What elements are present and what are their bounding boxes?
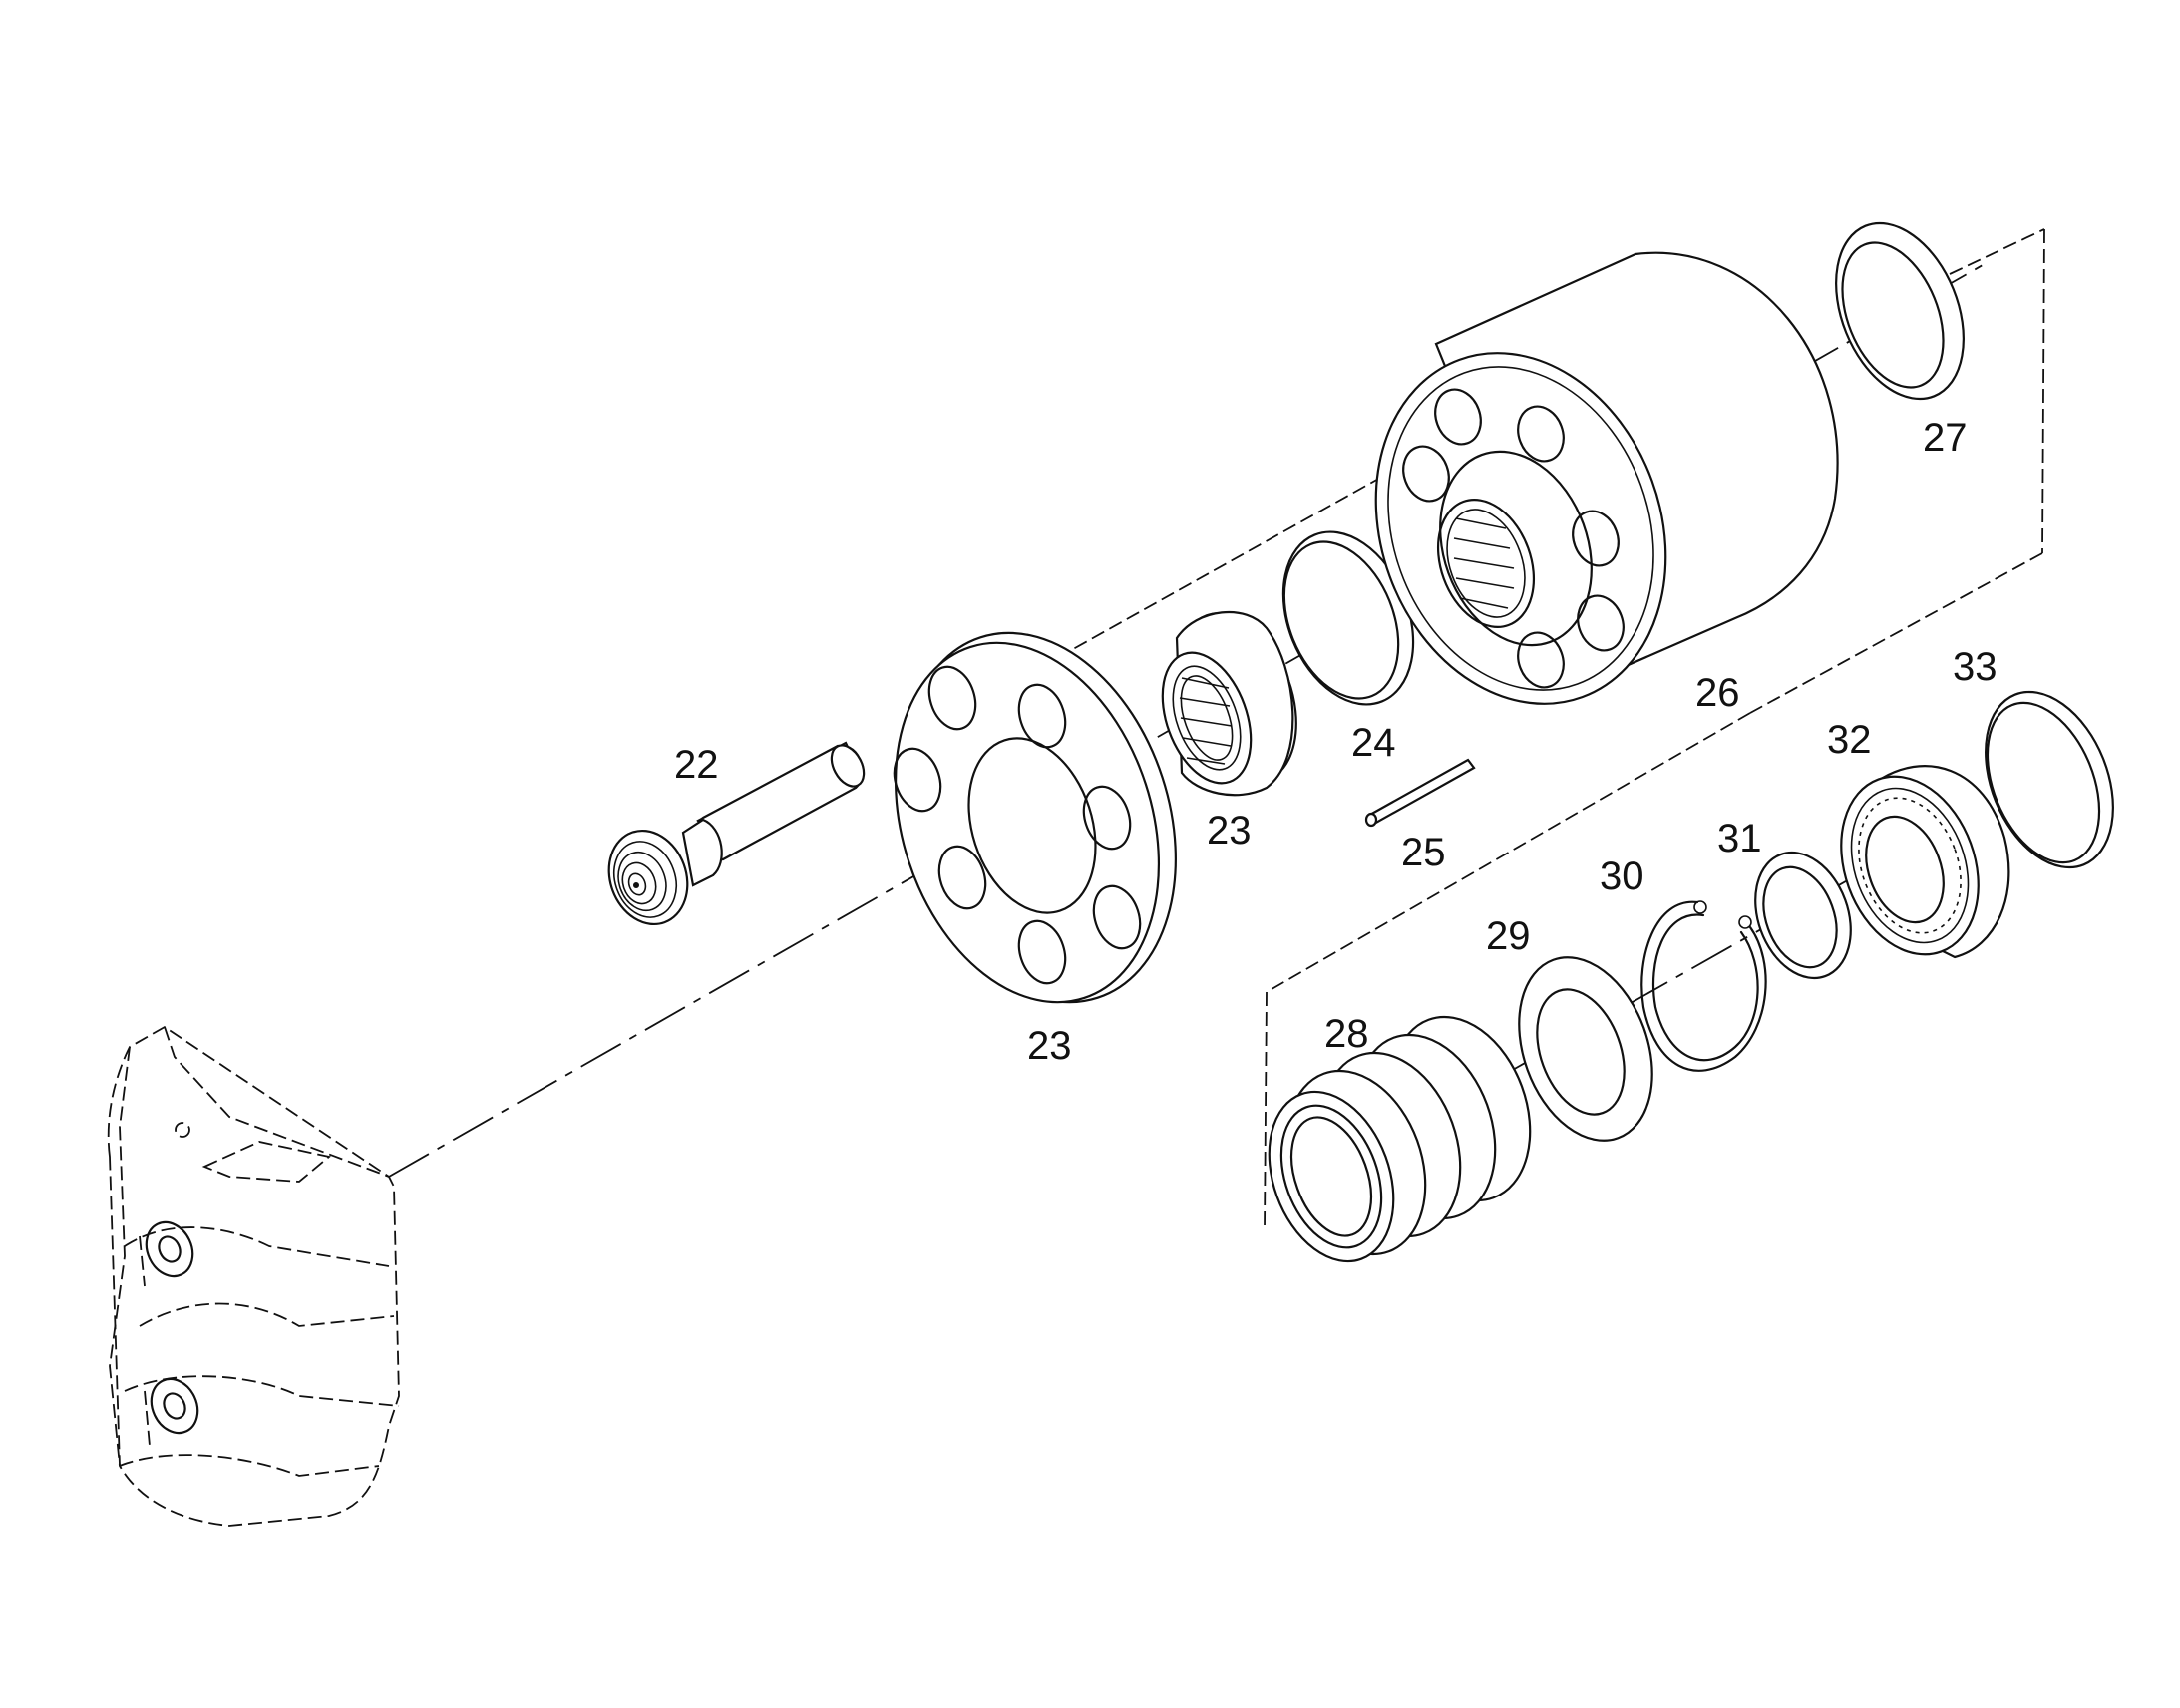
- callout-23-bushing: 23: [1207, 809, 1252, 853]
- retainer-plate-23: [893, 631, 1177, 1004]
- springs-28: [1268, 1015, 1532, 1263]
- callout-26: 26: [1695, 671, 1740, 715]
- callout-24: 24: [1351, 721, 1396, 765]
- pump-housing-phantom: [107, 1025, 400, 1527]
- callout-30: 30: [1600, 854, 1644, 898]
- ring-24: [1281, 530, 1415, 706]
- callout-28: 28: [1324, 1012, 1369, 1056]
- callout-29: 29: [1486, 914, 1531, 958]
- dashed-bracket-lower: [1264, 712, 1751, 1229]
- callout-32: 32: [1827, 718, 1872, 762]
- bearing-32: [1840, 765, 2010, 959]
- washer-29: [1518, 956, 1653, 1142]
- callout-22: 22: [674, 743, 719, 787]
- pin-25: [1364, 758, 1476, 828]
- ring-31: [1754, 851, 1852, 980]
- callout-33: 33: [1953, 645, 1998, 689]
- callout-labels: 22 23 23 24 25 26 27 28 29 30 31 32 33: [674, 416, 1998, 1068]
- piston-22: [607, 741, 866, 926]
- ring-33: [1985, 690, 2114, 869]
- callout-23-plate: 23: [1027, 1024, 1072, 1068]
- callout-25: 25: [1401, 831, 1446, 874]
- cylinder-block-26: [1374, 251, 1839, 705]
- callout-27: 27: [1923, 416, 1968, 460]
- snap-ring-30: [1640, 900, 1767, 1072]
- ring-27: [1835, 221, 1965, 401]
- spherical-bushing-23: [1161, 610, 1297, 797]
- callout-31: 31: [1717, 817, 1762, 860]
